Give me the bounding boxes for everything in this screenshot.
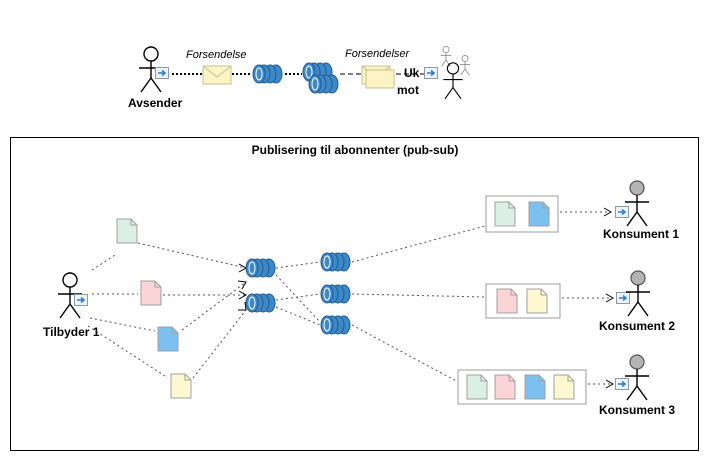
provider-badge-icon <box>74 294 88 306</box>
consumer3-label: Konsument 3 <box>599 403 675 417</box>
document-icon-red <box>140 280 162 306</box>
top-flow: Avsender Forsendelse Forsendelser Uk mot <box>128 46 471 110</box>
receiver-actor-icon-small <box>459 55 471 76</box>
consumer2-badge-icon <box>616 292 630 304</box>
provider-label: Tilbyder 1 <box>43 325 100 339</box>
document-icon-yellow <box>553 374 575 400</box>
receiver-badge-icon <box>424 67 438 79</box>
subscriber-queue-icon <box>320 252 351 272</box>
document-icon-yellow <box>526 288 548 314</box>
consumer3-badge-icon <box>615 378 629 390</box>
envelope-flap <box>202 65 232 78</box>
document-icon-red <box>496 288 518 314</box>
queue-icon <box>308 74 339 94</box>
consumer1-badge-icon <box>615 206 629 218</box>
envelope-icon <box>365 69 395 89</box>
document-icon-blue <box>524 374 546 400</box>
receiver-label-line2: mot <box>397 83 419 97</box>
sender-label: Avsender <box>128 96 183 110</box>
consumer2-label: Konsument 2 <box>599 319 675 333</box>
msg1-label: Forsendelse <box>186 49 247 61</box>
subscriber-queue-icon <box>320 315 351 335</box>
document-icon-blue <box>528 201 550 227</box>
envelope-icon <box>202 65 232 85</box>
sender-badge-icon <box>155 67 169 79</box>
document-icon-green <box>466 374 488 400</box>
receiver-actor-icon <box>442 62 464 100</box>
msg2-label: Forsendelser <box>345 48 411 60</box>
document-icon-green <box>494 201 516 227</box>
consumer1-label: Konsument 1 <box>603 227 679 241</box>
receiver-label-line1: Uk <box>404 66 420 80</box>
document-icon-green <box>116 218 138 244</box>
subscriber-queue-icon <box>320 284 351 304</box>
queue-icon <box>252 64 283 84</box>
document-icon-red <box>494 374 516 400</box>
pubsub-title: Publisering til abonnenter (pub-sub) <box>252 143 459 157</box>
connector-lines <box>87 211 612 385</box>
topic-queue-icon <box>245 293 276 313</box>
document-icon-yellow <box>170 373 192 399</box>
arrowheads <box>237 207 615 389</box>
document-icon-blue <box>157 326 179 352</box>
topic-queue-icon <box>245 258 276 278</box>
